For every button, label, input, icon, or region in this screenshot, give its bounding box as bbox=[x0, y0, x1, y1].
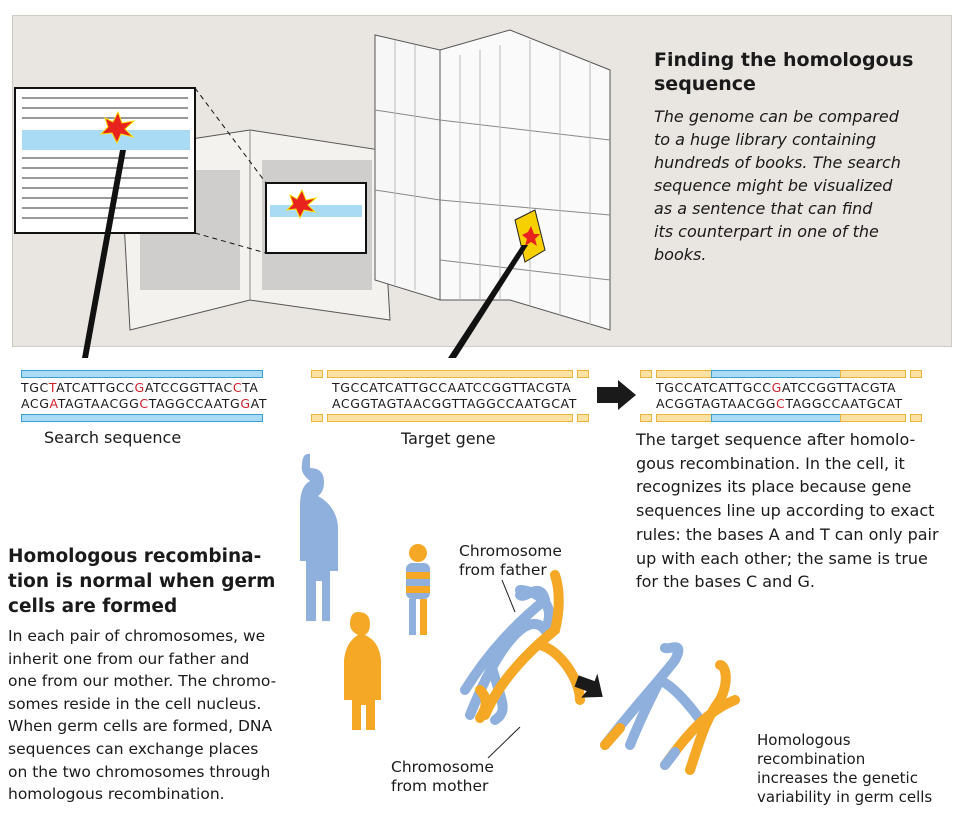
sequence-segment: ACGGTAGTAACGGTTAGGCCAATGCAT bbox=[332, 396, 577, 411]
text-line: on the two chromosomes through bbox=[8, 762, 271, 781]
title-line: Finding the homologous bbox=[654, 49, 914, 71]
title-line: sequence bbox=[654, 73, 756, 95]
target-strand-bar bbox=[327, 370, 573, 378]
text-line: to a huge library containing bbox=[654, 130, 877, 149]
text-line: Homologous bbox=[757, 731, 851, 749]
text-line: When germ cells are formed, DNA bbox=[8, 717, 273, 736]
bookshelf-illustration bbox=[374, 29, 611, 358]
search-strand-bar bbox=[21, 414, 263, 422]
sequence-segment: ACGGTAGTAACGG bbox=[656, 396, 777, 411]
text-line: its counterpart in one of the bbox=[654, 222, 879, 241]
text-line: variability in germ cells bbox=[757, 788, 933, 806]
sequence-segment: TGCCATCATTGCCAATCCGGTTACGTA bbox=[332, 380, 572, 395]
text-magnifier bbox=[14, 87, 267, 358]
text-line: sequences line up according to exact bbox=[636, 501, 935, 521]
search-strand-bar bbox=[21, 370, 263, 378]
sequence-segment: ACG bbox=[21, 396, 50, 411]
result-strand-bar bbox=[840, 370, 906, 378]
germ-title: Homologous recombina- tion is normal whe… bbox=[8, 544, 275, 619]
text-line: rules: the bases A and T can only pair bbox=[636, 524, 939, 544]
result-strand-end bbox=[640, 370, 652, 378]
text-line: books. bbox=[654, 245, 707, 264]
text-line: recognizes its place because gene bbox=[636, 477, 912, 497]
panel-title: Finding the homologous sequence bbox=[654, 48, 913, 96]
title-line: tion is normal when germ bbox=[8, 571, 276, 592]
mismatch-base: C bbox=[139, 396, 149, 411]
text-line: inherit one from our father and bbox=[8, 649, 250, 668]
text-line: for the bases C and G. bbox=[636, 572, 815, 592]
search-seq-top: TGCTATCATTGCCGATCCGGTTACCTA bbox=[21, 380, 259, 396]
text-line: gous recombination. In the cell, it bbox=[636, 453, 905, 473]
arrow-icon bbox=[597, 380, 636, 410]
mismatch-base: C bbox=[232, 380, 243, 395]
chromosomes-before bbox=[460, 570, 585, 725]
target-strand-end bbox=[577, 370, 589, 378]
target-strand-bar bbox=[327, 414, 573, 422]
text-line: somes reside in the cell nucleus. bbox=[8, 694, 262, 713]
text-line: sequence might be visualized bbox=[654, 176, 893, 195]
sequence-segment: AT bbox=[250, 396, 268, 411]
target-gene-label: Target gene bbox=[401, 429, 496, 448]
result-strand-inserted bbox=[711, 414, 841, 422]
mismatch-base: G bbox=[240, 396, 251, 411]
mismatch-base: T bbox=[48, 380, 57, 395]
result-strand-bar bbox=[656, 370, 712, 378]
text-line: The target sequence after homolo- bbox=[636, 430, 916, 449]
search-seq-bottom: ACGATAGTAACGGCTAGGCCAATGGAT bbox=[21, 396, 267, 412]
father-chromosome-label: Chromosome from father bbox=[459, 542, 562, 580]
family-illustration bbox=[300, 453, 430, 730]
sequence-segment: TA bbox=[242, 380, 259, 395]
text-line: one from our mother. The chromo- bbox=[8, 672, 277, 691]
chromosomes-after bbox=[600, 642, 740, 775]
mismatch-base: G bbox=[134, 380, 145, 395]
mismatch-base: C bbox=[776, 396, 786, 411]
text-line: In each pair of chromosomes, we bbox=[8, 627, 266, 645]
target-strand-end bbox=[577, 414, 589, 422]
title-line: cells are formed bbox=[8, 596, 178, 617]
sequence-segment: ATCCGGTTAC bbox=[144, 380, 233, 395]
sequence-segment: TAGGCCAATGCAT bbox=[785, 396, 903, 411]
text-line: up with each other; the same is true bbox=[636, 548, 928, 568]
result-strand-inserted bbox=[711, 370, 841, 378]
search-sequence-label: Search sequence bbox=[44, 428, 182, 447]
sequence-segment: ATCATTGCC bbox=[56, 380, 135, 395]
germ-description: In each pair of chromosomes, we inherit … bbox=[8, 625, 276, 806]
target-strand-end bbox=[311, 414, 323, 422]
result-strand-end bbox=[910, 414, 922, 422]
text-line: Chromosome bbox=[459, 542, 562, 560]
result-caption: The target sequence after homolo- gous r… bbox=[636, 428, 939, 594]
result-seq-top: TGCCATCATTGCCGATCCGGTTACGTA bbox=[656, 380, 896, 396]
arrow-icon bbox=[574, 673, 603, 698]
title-line: Homologous recombina- bbox=[8, 546, 262, 567]
result-seq-bottom: ACGGTAGTAACGGCTAGGCCAATGCAT bbox=[656, 396, 903, 412]
text-line: hundreds of books. The search bbox=[654, 153, 901, 172]
sequence-segment: TGCCATCATTGCC bbox=[656, 380, 772, 395]
target-strand-end bbox=[311, 370, 323, 378]
text-line: sequences can exchange places bbox=[8, 739, 259, 758]
mismatch-base: A bbox=[49, 396, 58, 411]
target-seq-top: TGCCATCATTGCCAATCCGGTTACGTA bbox=[332, 380, 571, 396]
text-line: from mother bbox=[391, 777, 489, 795]
text-line: as a sentence that can find bbox=[654, 199, 873, 218]
sequence-segment: TGC bbox=[21, 380, 49, 395]
result-strand-bar bbox=[656, 414, 712, 422]
text-line: from father bbox=[459, 561, 547, 579]
target-seq-bottom: ACGGTAGTAACGGTTAGGCCAATGCAT bbox=[332, 396, 577, 412]
text-line: homologous recombination. bbox=[8, 785, 225, 804]
text-line: recombination bbox=[757, 750, 866, 768]
text-line: increases the genetic bbox=[757, 769, 918, 787]
text-line: Chromosome bbox=[391, 758, 494, 776]
result-strand-bar bbox=[840, 414, 906, 422]
sequence-segment: TAGGCCAATG bbox=[148, 396, 241, 411]
mismatch-base: G bbox=[771, 380, 782, 395]
sequence-segment: TAGTAACGG bbox=[57, 396, 140, 411]
result-strand-end bbox=[910, 370, 922, 378]
result-strand-end bbox=[640, 414, 652, 422]
text-line: The genome can be compared bbox=[654, 107, 899, 126]
sequence-segment: ATCCGGTTACGTA bbox=[781, 380, 897, 395]
panel-description: The genome can be compared to a huge lib… bbox=[654, 105, 901, 266]
book-illustration bbox=[119, 129, 391, 331]
outcome-label: Homologous recombination increases the g… bbox=[757, 731, 932, 807]
mother-chromosome-label: Chromosome from mother bbox=[391, 758, 494, 796]
